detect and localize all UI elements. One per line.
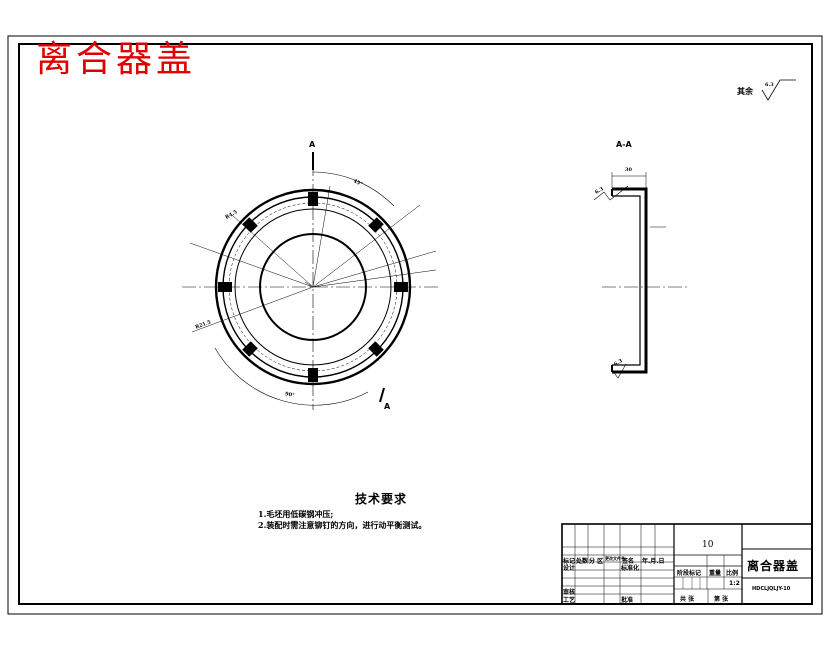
tb-label-total-sheets: 共 张 <box>680 596 695 603</box>
leader-lines <box>189 185 437 333</box>
tb-label-ratio: 比例 <box>726 570 739 577</box>
outer-ring-outer <box>214 188 412 386</box>
section-view <box>593 172 690 379</box>
section-mark-top: A <box>309 140 316 149</box>
tb-label-design: 设计 <box>563 565 576 572</box>
roughness-note: 其余 <box>737 86 753 97</box>
roughness-value: 6.3 <box>765 82 774 88</box>
tb-label-sign: 签名 <box>622 558 635 565</box>
mounting-lugs <box>218 192 408 382</box>
section-view-label: A-A <box>616 140 632 149</box>
drawing-title: 离合器盖 <box>36 39 197 80</box>
front-view <box>182 152 440 410</box>
tb-label-sheet-no: 第 张 <box>714 596 729 603</box>
tb-label-review: 审核 <box>563 589 576 596</box>
section-profile <box>612 187 648 374</box>
part-name: 离合器盖 <box>747 559 800 573</box>
roughness-label: 其余 <box>737 86 753 96</box>
tb-label-standardize: 标准化 <box>621 565 640 572</box>
tech-requirements-heading: 技术要求 <box>355 492 408 506</box>
tb-label-stage: 阶段标记 <box>677 570 702 577</box>
tech-requirement-item: 2.装配时需注意铆钉的方向，进行动平衡测试。 <box>258 520 427 530</box>
inner-border <box>18 43 813 605</box>
roughness-symbol <box>761 79 796 101</box>
tb-label-count: 处数 <box>576 558 589 565</box>
tb-label-change-doc: 更改文件号 <box>605 556 625 561</box>
tb-label-approve: 批准 <box>621 597 634 604</box>
mid-circle <box>234 208 392 366</box>
section-cut-bottom <box>379 387 385 403</box>
outer-frame <box>7 35 823 615</box>
bottom-angle-arc <box>214 347 369 406</box>
tb-label-zone: 分 区 <box>589 558 604 565</box>
tb-label-weight: 重量 <box>709 570 722 577</box>
section-roughness-top <box>593 185 629 201</box>
part-number: 10 <box>702 540 714 550</box>
tb-label-process: 工艺 <box>563 597 576 604</box>
tb-label-mark: 标记 <box>563 558 576 565</box>
dim-section-width: 30 <box>625 167 632 173</box>
top-angle-arc <box>312 171 395 207</box>
section-mark-bottom: A <box>384 402 391 411</box>
inner-opening <box>259 233 367 341</box>
section-roughness-bottom <box>611 363 627 379</box>
tb-label-date: 年.月.日 <box>642 558 665 565</box>
tech-requirement-item: 1.毛坯用低碳钢冲压; <box>258 509 334 519</box>
drawing-scale: 1:2 <box>729 580 740 587</box>
title-block-grid <box>561 523 813 605</box>
drawing-code: HDCLJQLJY-10 <box>752 586 791 592</box>
